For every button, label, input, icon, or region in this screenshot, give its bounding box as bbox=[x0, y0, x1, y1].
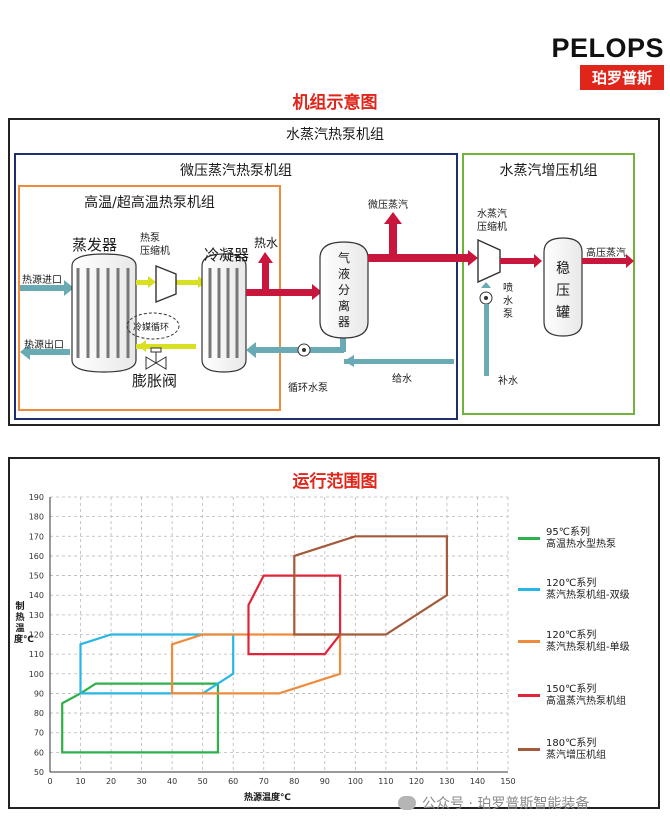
y-tick-label: 90 bbox=[34, 689, 44, 698]
legend-swatch bbox=[518, 588, 540, 591]
evaporator-label: 蒸发器 bbox=[72, 236, 118, 254]
x-tick-label: 40 bbox=[167, 777, 177, 786]
y-tick-label: 190 bbox=[29, 493, 44, 502]
x-tick-label: 110 bbox=[378, 777, 393, 786]
schematic-title: 机组示意图 bbox=[292, 93, 378, 113]
x-tick-label: 80 bbox=[289, 777, 299, 786]
y-tick-label: 180 bbox=[29, 513, 44, 522]
x-tick-label: 90 bbox=[320, 777, 330, 786]
x-tick-label: 100 bbox=[348, 777, 363, 786]
brand-name: PELOPS bbox=[551, 33, 664, 63]
series-region-4 bbox=[247, 574, 342, 656]
y-tick-label: 80 bbox=[34, 709, 44, 718]
heat-pump-frame bbox=[18, 185, 281, 411]
legend-label: 120℃系列 蒸汽热泵机组-单级 bbox=[546, 630, 630, 653]
low-pressure-title: 微压蒸汽热泵机组 bbox=[180, 163, 292, 179]
legend-swatch bbox=[518, 537, 540, 540]
hot-water-label: 热水 bbox=[254, 236, 279, 250]
x-tick-label: 130 bbox=[439, 777, 454, 786]
low-pressure-steam-label: 微压蒸汽 bbox=[368, 200, 408, 211]
y-tick-label: 60 bbox=[34, 748, 44, 757]
x-tick-label: 10 bbox=[75, 777, 85, 786]
y-tick-label: 140 bbox=[29, 591, 44, 600]
y-tick-label: 170 bbox=[29, 532, 44, 541]
wechat-icon bbox=[398, 796, 416, 810]
x-tick-label: 120 bbox=[409, 777, 424, 786]
expansion-valve-label: 膨胀阀 bbox=[132, 372, 178, 390]
series-region-1 bbox=[61, 682, 219, 754]
y-tick-label: 160 bbox=[29, 552, 44, 561]
y-tick-label: 110 bbox=[29, 650, 44, 659]
series-region-5 bbox=[293, 535, 448, 636]
brand-subname: 珀罗普斯 bbox=[579, 65, 664, 90]
y-tick-label: 50 bbox=[34, 768, 44, 777]
y-tick-label: 120 bbox=[29, 631, 44, 640]
y-axis-label: 制热温度℃ bbox=[14, 602, 34, 645]
x-tick-label: 70 bbox=[259, 777, 269, 786]
heat-pump-title: 高温/超高温热泵机组 bbox=[84, 195, 215, 211]
source-in-label: 热源进口 bbox=[22, 275, 62, 286]
legend-label: 150℃系列 高温蒸汽热泵机组 bbox=[546, 684, 626, 707]
x-tick-label: 140 bbox=[470, 777, 485, 786]
y-tick-label: 100 bbox=[29, 670, 44, 679]
legend-swatch bbox=[518, 640, 540, 643]
schematic-outer-frame bbox=[8, 118, 660, 426]
outer-title: 水蒸汽热泵机组 bbox=[286, 127, 384, 143]
x-tick-label: 30 bbox=[137, 777, 147, 786]
x-tick-label: 0 bbox=[47, 777, 52, 786]
circ-pump-label: 循环水泵 bbox=[288, 383, 328, 394]
brand-logo: PELOPS 珀罗普斯 bbox=[536, 34, 664, 90]
x-axis-label: 热源温度℃ bbox=[244, 793, 291, 803]
refrigerant-loop-label: 冷媒循环 bbox=[133, 323, 170, 333]
series-region-2 bbox=[79, 633, 235, 695]
x-tick-label: 50 bbox=[198, 777, 208, 786]
booster-frame bbox=[462, 153, 635, 415]
source-out-label: 热源出口 bbox=[24, 340, 64, 351]
condenser-label: 冷凝器 bbox=[204, 246, 250, 264]
legend-swatch bbox=[518, 748, 540, 751]
legend-label: 120℃系列 蒸汽热泵机组-双级 bbox=[546, 578, 630, 601]
x-tick-label: 60 bbox=[228, 777, 238, 786]
low-pressure-frame bbox=[14, 153, 458, 420]
chart-title: 运行范围图 bbox=[292, 472, 378, 492]
makeup-water-label: 补水 bbox=[498, 376, 518, 387]
legend-label: 180℃系列 蒸汽增压机组 bbox=[546, 738, 606, 761]
booster-title: 水蒸汽增压机组 bbox=[499, 163, 598, 179]
steam-compressor-label: 水蒸汽 压缩机 bbox=[477, 209, 507, 233]
separator-label: 气 液 分 离 器 bbox=[337, 251, 350, 329]
x-tick-label: 150 bbox=[500, 777, 515, 786]
legend-swatch bbox=[518, 694, 540, 697]
y-tick-label: 150 bbox=[29, 572, 44, 581]
y-tick-label: 70 bbox=[34, 729, 44, 738]
x-tick-label: 20 bbox=[106, 777, 116, 786]
stabilizer-label: 稳 压 罐 bbox=[556, 261, 570, 321]
chart-frame bbox=[8, 457, 660, 809]
y-tick-label: 130 bbox=[29, 611, 44, 620]
legend-label: 95℃系列 高温热水型热泵 bbox=[546, 527, 616, 550]
hp-steam-label: 高压蒸汽 bbox=[586, 248, 626, 259]
feed-water-label: 给水 bbox=[392, 374, 412, 385]
compressor-label: 热泵 压缩机 bbox=[140, 233, 170, 257]
watermark: 公众号 · 珀罗普斯智能装备 bbox=[398, 793, 589, 813]
spray-pump-label: 喷 水 泵 bbox=[503, 283, 513, 320]
